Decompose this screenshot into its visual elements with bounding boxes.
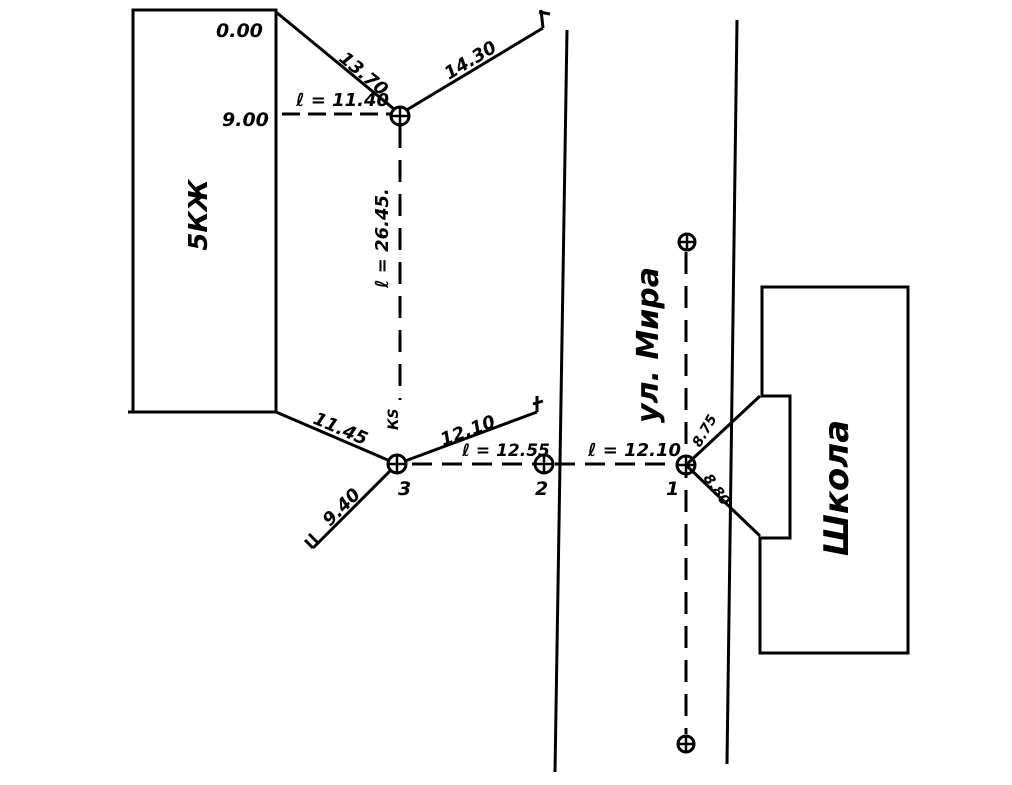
well-3-label: 3 [398,478,411,500]
street-name: ул. Мира [631,267,666,423]
anchor-tick-icon [538,9,551,29]
length-well-2-to-well-1: ℓ = 12.10 [587,440,681,461]
well-circle-cross-icon [676,734,696,754]
well-1-label: 1 [666,478,679,500]
pipe-well-3-to-lower-left [311,462,399,550]
well-2-label: 2 [535,478,548,500]
length-top-branch: ℓ = 11.40 [295,90,389,111]
pipe-well-3-to-right-anchor [396,410,538,466]
pipe-well-1-to-school-upper [684,394,762,467]
well-circle-cross-icon [389,105,411,127]
ks-label: КS [386,408,402,430]
residential-building-outline [128,8,278,414]
well-circle-cross-icon [533,453,555,475]
distance-11-45: 11.45 [310,408,371,450]
school-building-outline [758,285,910,655]
pipe-building-corner-to-well-3 [275,410,398,466]
corner-mark-nine: 9.00 [222,109,269,131]
school-building-label: Школа [817,420,857,556]
length-well-3-to-well-2: ℓ = 12.55 [461,441,550,461]
street-left-edge [553,29,569,773]
pipe-well-1-to-school-lower [684,463,762,538]
length-vertical-main: ℓ = 26.45. [372,188,393,289]
street-right-edge [725,19,739,765]
distance-8-75: 8.75 [690,412,721,450]
residential-building-label: 5КЖ [184,178,214,250]
pipe-top-corner-to-upper-well [275,10,401,116]
anchor-tick-icon [303,532,321,550]
well-circle-cross-icon [386,453,408,475]
corner-mark-zero: 0.00 [216,20,263,42]
well-circle-cross-icon [677,232,697,252]
anchor-tick-icon [532,396,544,412]
pipe-upper-well-to-top-right [399,26,544,116]
distance-9-40: 9.40 [319,484,365,530]
